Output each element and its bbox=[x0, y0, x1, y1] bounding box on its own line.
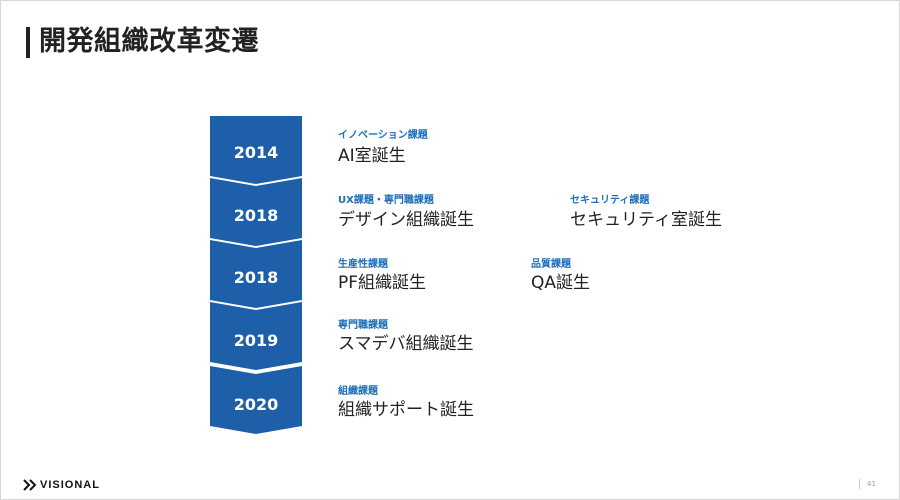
footer-divider bbox=[859, 479, 860, 489]
category-label: 組織課題 bbox=[338, 386, 378, 397]
year-label-2019: 2019 bbox=[233, 331, 279, 350]
visional-chevron-icon bbox=[23, 479, 37, 491]
event-label: セキュリティ室誕生 bbox=[570, 210, 722, 230]
event-label: デザイン組織誕生 bbox=[338, 210, 474, 230]
event-label: スマデバ組織誕生 bbox=[338, 334, 474, 354]
event-label: PF組織誕生 bbox=[338, 273, 427, 293]
chevron-2018-b bbox=[210, 240, 302, 308]
slide-title: 開発組織改革変遷 bbox=[39, 26, 259, 57]
chevron-2014 bbox=[210, 116, 302, 184]
logo-text: VISIONAL bbox=[40, 479, 100, 491]
chevron-2020 bbox=[210, 366, 302, 434]
title-accent-bar bbox=[26, 27, 30, 58]
category-label: 生産性課題 bbox=[338, 259, 388, 270]
event-label: 組織サポート誕生 bbox=[338, 400, 474, 420]
page-number: 41 bbox=[867, 480, 876, 488]
year-label-2020: 2020 bbox=[233, 395, 279, 414]
event-label: AI室誕生 bbox=[338, 146, 406, 166]
category-label: 専門職課題 bbox=[338, 320, 388, 331]
chevron-2019 bbox=[210, 302, 302, 370]
year-label-2018-a: 2018 bbox=[233, 206, 279, 225]
event-label: QA誕生 bbox=[531, 273, 591, 293]
year-label-2014: 2014 bbox=[233, 143, 279, 162]
year-label-2018-b: 2018 bbox=[233, 268, 279, 287]
category-label: イノベーション課題 bbox=[338, 130, 428, 141]
category-label: セキュリティ課題 bbox=[570, 195, 650, 206]
category-label: UX課題・専門職課題 bbox=[338, 195, 434, 206]
category-label: 品質課題 bbox=[531, 259, 571, 270]
chevron-2018-a bbox=[210, 178, 302, 246]
footer-logo: VISIONAL bbox=[23, 479, 100, 491]
